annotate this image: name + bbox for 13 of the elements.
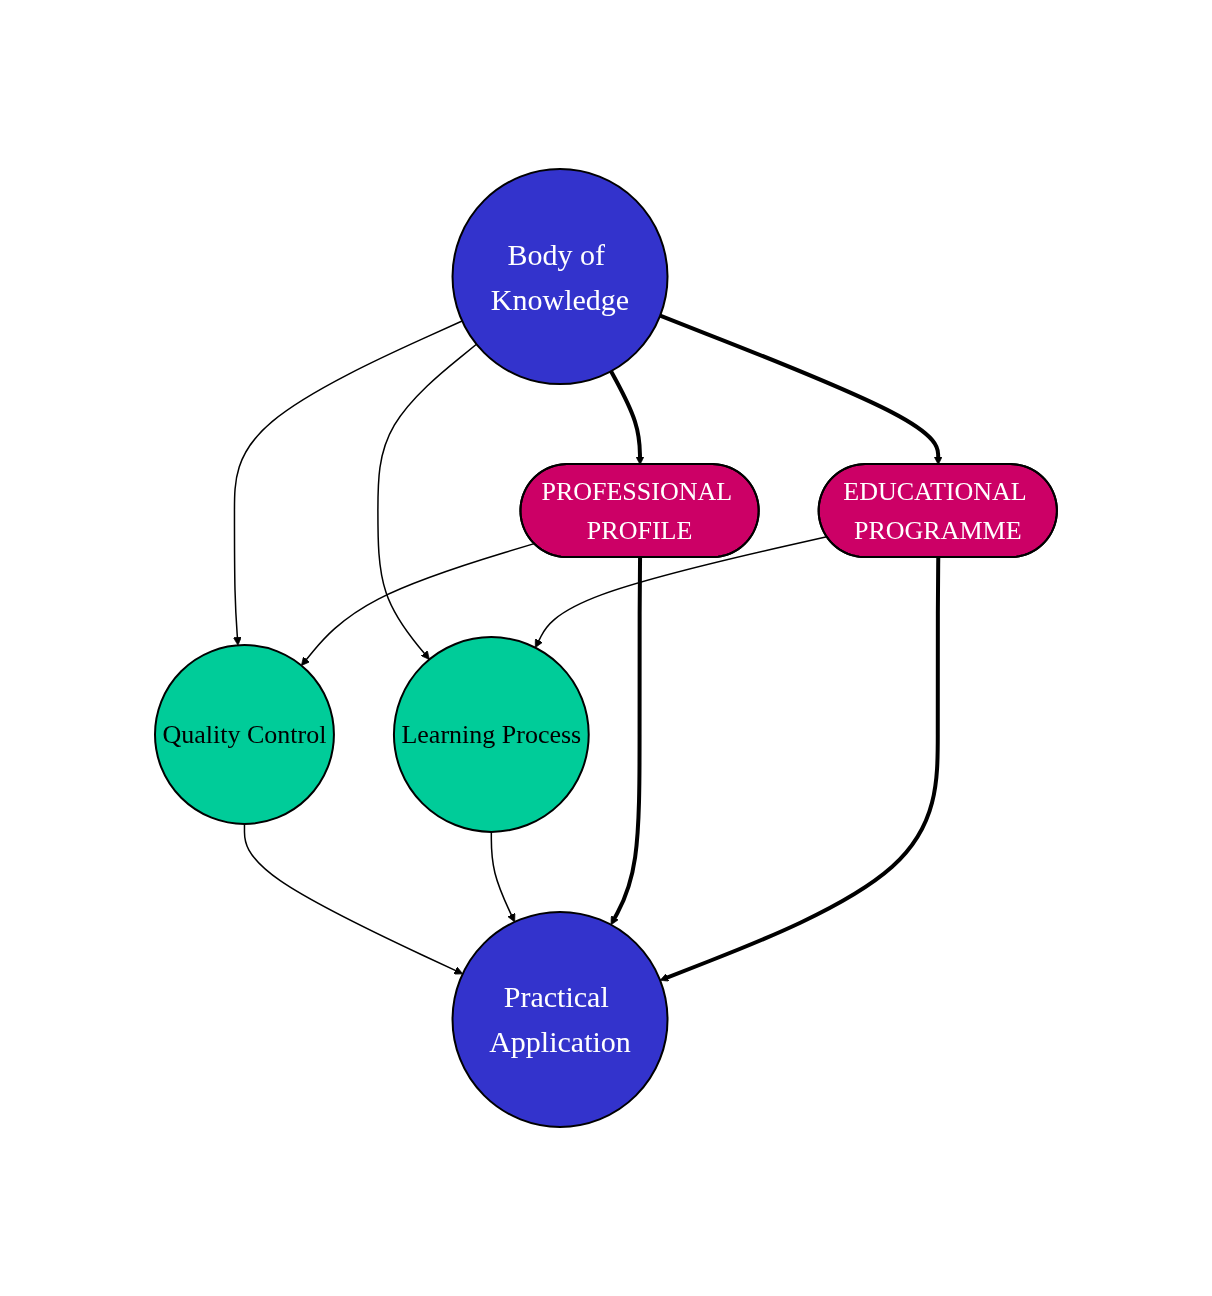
arrow [535,535,828,648]
arrow [243,823,464,975]
node-circle: Body of Knowledge [451,168,669,386]
arrow [233,320,463,646]
arrow [377,343,478,660]
node-circle: Practical Application [451,910,669,1128]
arrow [659,557,941,982]
arrow [490,831,516,923]
arrow [609,370,645,465]
arrow [659,313,943,465]
arrow [610,557,643,926]
node-circle: Quality Control [154,644,335,825]
node-circle: Learning Process [393,636,590,833]
